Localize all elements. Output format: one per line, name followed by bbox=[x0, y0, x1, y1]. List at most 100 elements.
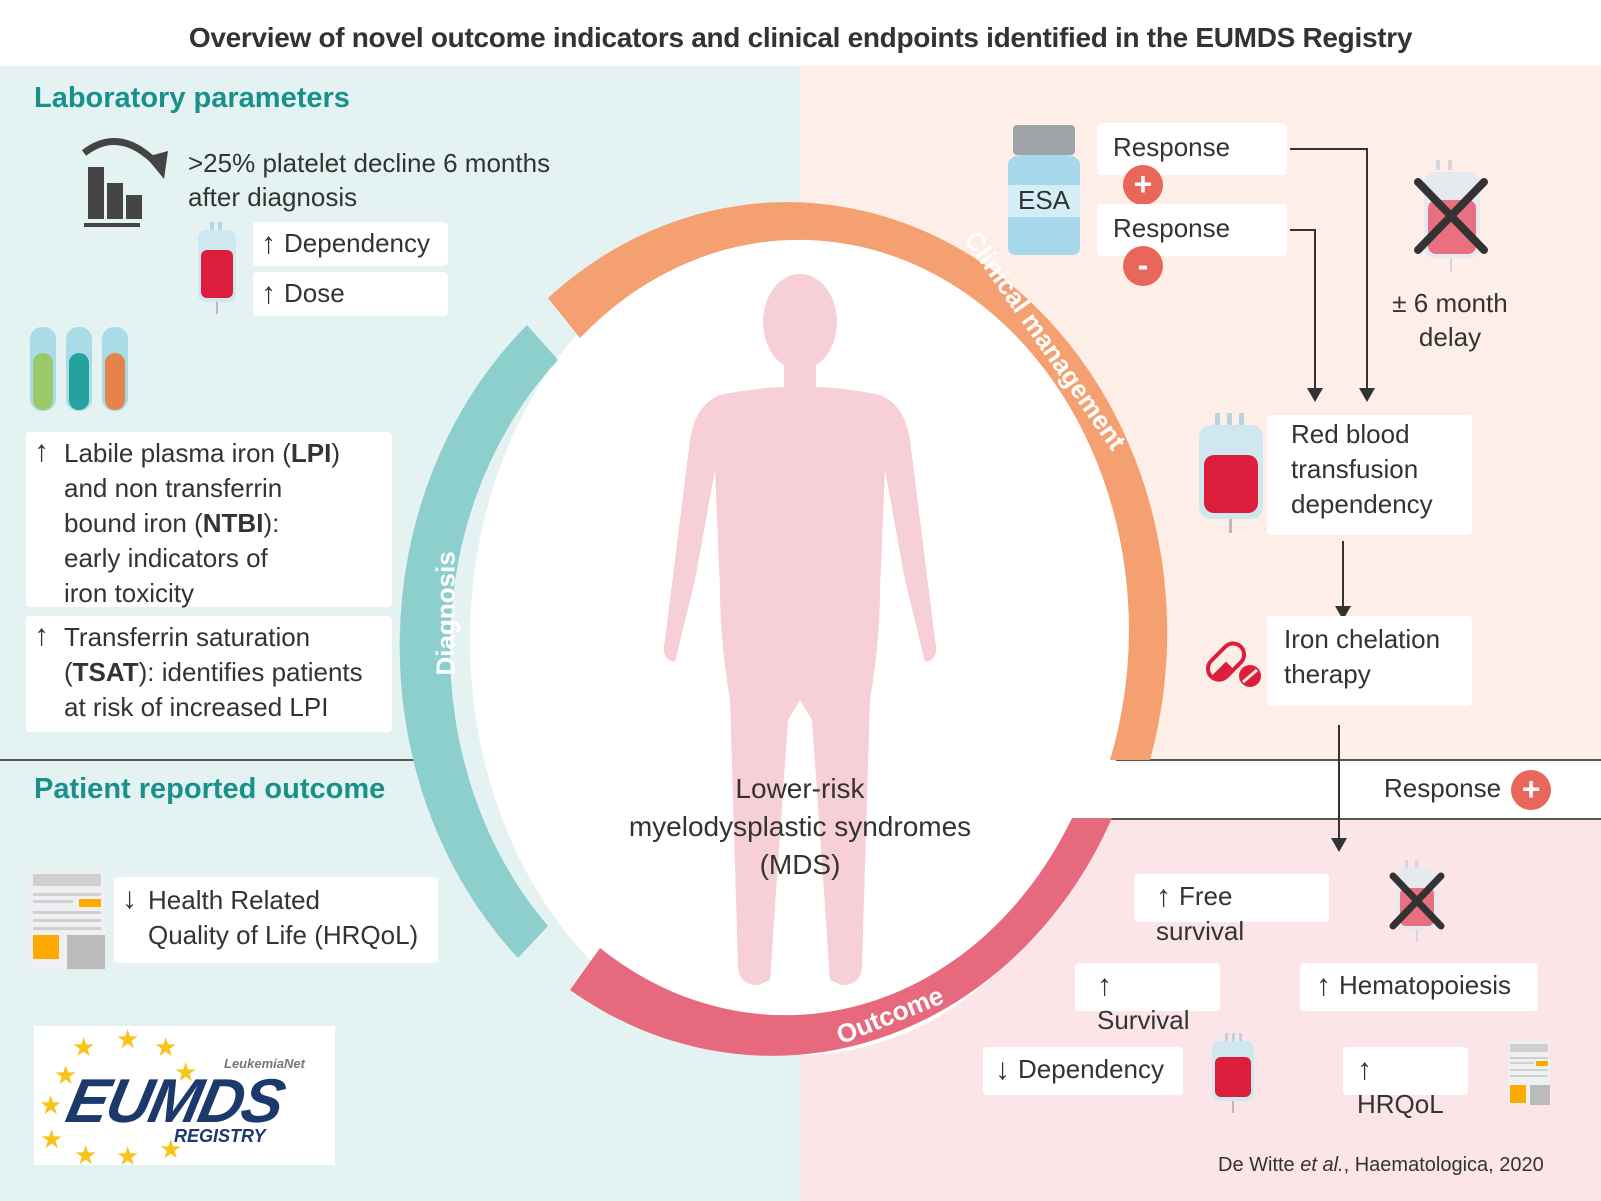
diagnosis-label: Diagnosis bbox=[430, 551, 461, 676]
svg-text:★: ★ bbox=[154, 1032, 177, 1062]
up-arrow-icon: ↑ bbox=[261, 277, 276, 310]
up-arrow-icon: ↑ bbox=[261, 227, 276, 260]
platelet-decline-text: >25% platelet decline 6 months after dia… bbox=[188, 146, 550, 214]
svg-text:★: ★ bbox=[40, 1124, 63, 1154]
blood-bag-crossed-icon bbox=[1389, 860, 1445, 942]
citation-journal: , Haematologica, 2020 bbox=[1343, 1154, 1544, 1176]
tsat-line-3: at risk of increased LPI bbox=[64, 692, 329, 722]
response-mid-text: Response bbox=[1384, 772, 1502, 803]
center-line-1: Lower-risk bbox=[735, 773, 865, 804]
up-arrow-icon: ↑ bbox=[1357, 1053, 1372, 1086]
outcome-arc bbox=[570, 818, 1112, 1056]
plus-circle-icon: + bbox=[1511, 770, 1552, 810]
down-arrow-icon: ↓ bbox=[122, 882, 137, 915]
dose-box: ↑ Dose bbox=[253, 272, 448, 316]
leukemianet-text: LeukemiaNet bbox=[224, 1056, 305, 1071]
center-title: Lower-risk myelodysplastic syndromes (MD… bbox=[580, 770, 1020, 884]
up-arrow-icon: ↑ bbox=[1156, 880, 1171, 913]
delay-text: ± 6 month delay bbox=[1380, 286, 1520, 354]
iron-chelation-box: Iron chelation therapy bbox=[1267, 616, 1472, 706]
svg-text:★: ★ bbox=[72, 1032, 95, 1062]
questionnaire-icon bbox=[1508, 1041, 1550, 1105]
test-tubes-icon bbox=[30, 327, 128, 411]
svg-text:★: ★ bbox=[116, 1141, 139, 1171]
lpi-text-a: Labile plasma iron ( bbox=[64, 438, 291, 468]
tsat-line-1: Transferrin saturation bbox=[64, 622, 311, 652]
registry-text: REGISTRY bbox=[174, 1126, 266, 1146]
rbc-line-1: Red blood bbox=[1291, 419, 1410, 449]
hematopoiesis-text: Hematopoiesis bbox=[1339, 970, 1511, 1000]
up-arrow-icon: ↑ bbox=[1316, 969, 1331, 1002]
blood-bag-crossed-icon bbox=[1414, 160, 1488, 272]
delay-line-2: delay bbox=[1418, 322, 1482, 352]
free-survival-box: ↑Free survival bbox=[1134, 874, 1329, 946]
patient-reported-heading: Patient reported outcome bbox=[34, 773, 386, 805]
response-positive-box: Response+ bbox=[1097, 123, 1287, 205]
platelet-line-2: after diagnosis bbox=[188, 182, 358, 212]
down-arrow-icon: ↓ bbox=[995, 1053, 1010, 1086]
lpi-line-4: early indicators of bbox=[64, 543, 268, 573]
up-arrow-icon: ↑ bbox=[1097, 969, 1112, 1002]
human-body-icon bbox=[663, 274, 937, 985]
rbc-line-2: transfusion bbox=[1291, 454, 1419, 484]
free-survival-text: Free survival bbox=[1156, 881, 1245, 946]
citation-author: De Witte bbox=[1218, 1154, 1301, 1176]
svg-text:★: ★ bbox=[159, 1134, 182, 1164]
dependency-text: Dependency bbox=[284, 228, 430, 258]
lpi-box: ↑ Labile plasma iron (LPI) and non trans… bbox=[26, 432, 392, 608]
divider-right-top bbox=[1112, 759, 1601, 761]
svg-text:★: ★ bbox=[54, 1060, 77, 1090]
hrqol-box: ↓ Health Related Quality of Life (HRQoL) bbox=[114, 877, 438, 963]
rbc-line-3: dependency bbox=[1291, 489, 1433, 519]
lpi-abbr: LPI bbox=[290, 438, 332, 468]
tsat-text-c: ): identifies patients bbox=[138, 657, 363, 687]
svg-text:★: ★ bbox=[174, 1057, 197, 1087]
hrqol-text: Health Related Quality of Life (HRQoL) bbox=[124, 883, 428, 953]
diagnosis-arc bbox=[399, 325, 558, 958]
clinical-arc bbox=[548, 202, 1168, 760]
up-arrow-icon: ↑ bbox=[34, 619, 49, 652]
survival-box: ↑Survival bbox=[1075, 963, 1220, 1035]
response-negative-text: Response bbox=[1113, 213, 1231, 243]
response-mid: Response + bbox=[1384, 770, 1552, 810]
citation: De Witte et al., Haematologica, 2020 bbox=[1218, 1154, 1544, 1177]
ntbi-text-c: ): bbox=[263, 508, 280, 538]
laboratory-heading: Laboratory parameters bbox=[34, 82, 350, 114]
blood-bag-icon bbox=[198, 222, 236, 314]
eu-stars-icon: ★★★ ★★ ★★ ★★★ bbox=[39, 1024, 197, 1171]
plus-circle-icon: + bbox=[1123, 165, 1163, 205]
platelet-decline-chart-icon bbox=[81, 137, 168, 227]
dependency-box: ↑ Dependency bbox=[253, 222, 448, 266]
outcome-dependency-text: Dependency bbox=[1018, 1054, 1164, 1084]
divider-left bbox=[0, 759, 440, 761]
outcome-hrqol-box: ↑HRQoL bbox=[1343, 1047, 1468, 1119]
rbc-dependency-box: Red blood transfusion dependency bbox=[1267, 415, 1472, 535]
minus-circle-icon: - bbox=[1123, 246, 1163, 286]
lpi-line-2: and non transferrin bbox=[64, 473, 283, 503]
lpi-line-5: iron toxicity bbox=[64, 578, 195, 608]
outcome-hrqol-text: HRQoL bbox=[1357, 1089, 1444, 1119]
iron-line-2: therapy bbox=[1284, 659, 1371, 689]
questionnaire-icon bbox=[29, 869, 105, 969]
tsat-box: ↑ Transferrin saturation (TSAT): identif… bbox=[26, 616, 392, 732]
blood-bag-icon bbox=[1212, 1033, 1254, 1113]
citation-etal: et al. bbox=[1300, 1154, 1344, 1176]
svg-text:★: ★ bbox=[116, 1024, 139, 1054]
response-positive-text: Response bbox=[1113, 132, 1231, 162]
dose-text: Dose bbox=[284, 278, 345, 308]
hrqol-line-2: Quality of Life (HRQoL) bbox=[148, 920, 419, 950]
lpi-text-c: ) bbox=[331, 438, 341, 468]
outcome-dependency-box: ↓ Dependency bbox=[983, 1047, 1183, 1095]
hematopoiesis-box: ↑ Hematopoiesis bbox=[1300, 963, 1538, 1011]
tsat-text-a: ( bbox=[64, 657, 73, 687]
platelet-line-1: >25% platelet decline 6 months bbox=[188, 148, 551, 178]
response-negative-box: Response- bbox=[1097, 204, 1287, 286]
lpi-text: Labile plasma iron (LPI) and non transfe… bbox=[38, 436, 382, 611]
delay-line-1: ± 6 month bbox=[1392, 288, 1508, 318]
svg-text:★: ★ bbox=[39, 1090, 62, 1120]
tsat-abbr: TSAT bbox=[72, 657, 139, 687]
pill-capsule-icon bbox=[1205, 641, 1261, 687]
iron-line-1: Iron chelation bbox=[1284, 624, 1441, 654]
esa-label: ESA bbox=[1017, 185, 1071, 215]
